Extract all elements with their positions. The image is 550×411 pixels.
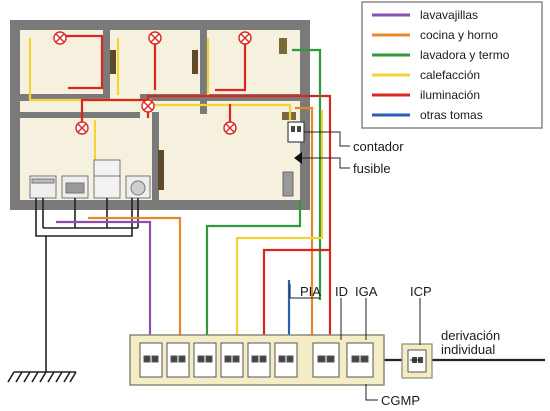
label-individual: individual xyxy=(441,342,495,357)
label-contador: contador xyxy=(353,139,404,154)
meter-box xyxy=(287,121,305,143)
legend-label: otras tomas xyxy=(420,108,483,122)
label-cgmp: CGMP xyxy=(381,393,420,408)
label-icp: ICP xyxy=(410,284,432,299)
light-fixtures xyxy=(53,31,252,135)
legend-label: lavadora y termo xyxy=(420,48,510,62)
breaker-pia xyxy=(247,342,271,378)
washer-wire-house xyxy=(292,48,322,300)
fuse-icon xyxy=(294,152,302,164)
breaker-pia xyxy=(274,342,298,378)
breaker-pia xyxy=(193,342,217,378)
light-fixture-icon xyxy=(148,31,162,45)
label-derivacion: derivación xyxy=(441,328,500,343)
legend-label: iluminación xyxy=(420,88,480,102)
lighting-wire xyxy=(262,248,330,345)
house-wiring xyxy=(28,34,332,345)
appliances xyxy=(29,159,151,199)
lighting-wire-house xyxy=(60,34,332,345)
earth-symbol xyxy=(7,371,77,383)
breaker-pia xyxy=(220,342,244,378)
light-fixture-icon xyxy=(75,121,89,135)
breaker-pia xyxy=(139,342,163,378)
legend-label: cocina y horno xyxy=(420,28,498,42)
washer-wire xyxy=(205,200,302,345)
label-fusible: fusible xyxy=(353,161,391,176)
light-fixture-icon xyxy=(53,31,67,45)
fridge-icon xyxy=(93,159,121,199)
light-fixture-icon xyxy=(238,31,252,45)
legend-label: lavavajillas xyxy=(420,8,478,22)
breaker-iga xyxy=(346,342,374,378)
breakers xyxy=(139,342,374,378)
breaker-pia xyxy=(166,342,190,378)
label-iga: IGA xyxy=(355,284,378,299)
panel-wires xyxy=(56,110,545,362)
heating-wire xyxy=(235,110,324,345)
label-id: ID xyxy=(335,284,348,299)
label-pia: PIA xyxy=(300,284,321,299)
light-fixture-icon xyxy=(141,99,155,113)
ground-wiring xyxy=(7,198,139,383)
breaker-id xyxy=(312,342,340,378)
dishwasher-wire xyxy=(56,220,152,345)
legend-box xyxy=(361,1,543,129)
light-fixture-icon xyxy=(223,121,237,135)
icp-box xyxy=(401,343,433,379)
legend: lavavajillas cocina y horno lavadora y ter… xyxy=(361,1,543,129)
legend-label: calefacción xyxy=(420,68,480,82)
kitchen-wire xyxy=(88,216,182,345)
callout-lines xyxy=(289,131,421,401)
